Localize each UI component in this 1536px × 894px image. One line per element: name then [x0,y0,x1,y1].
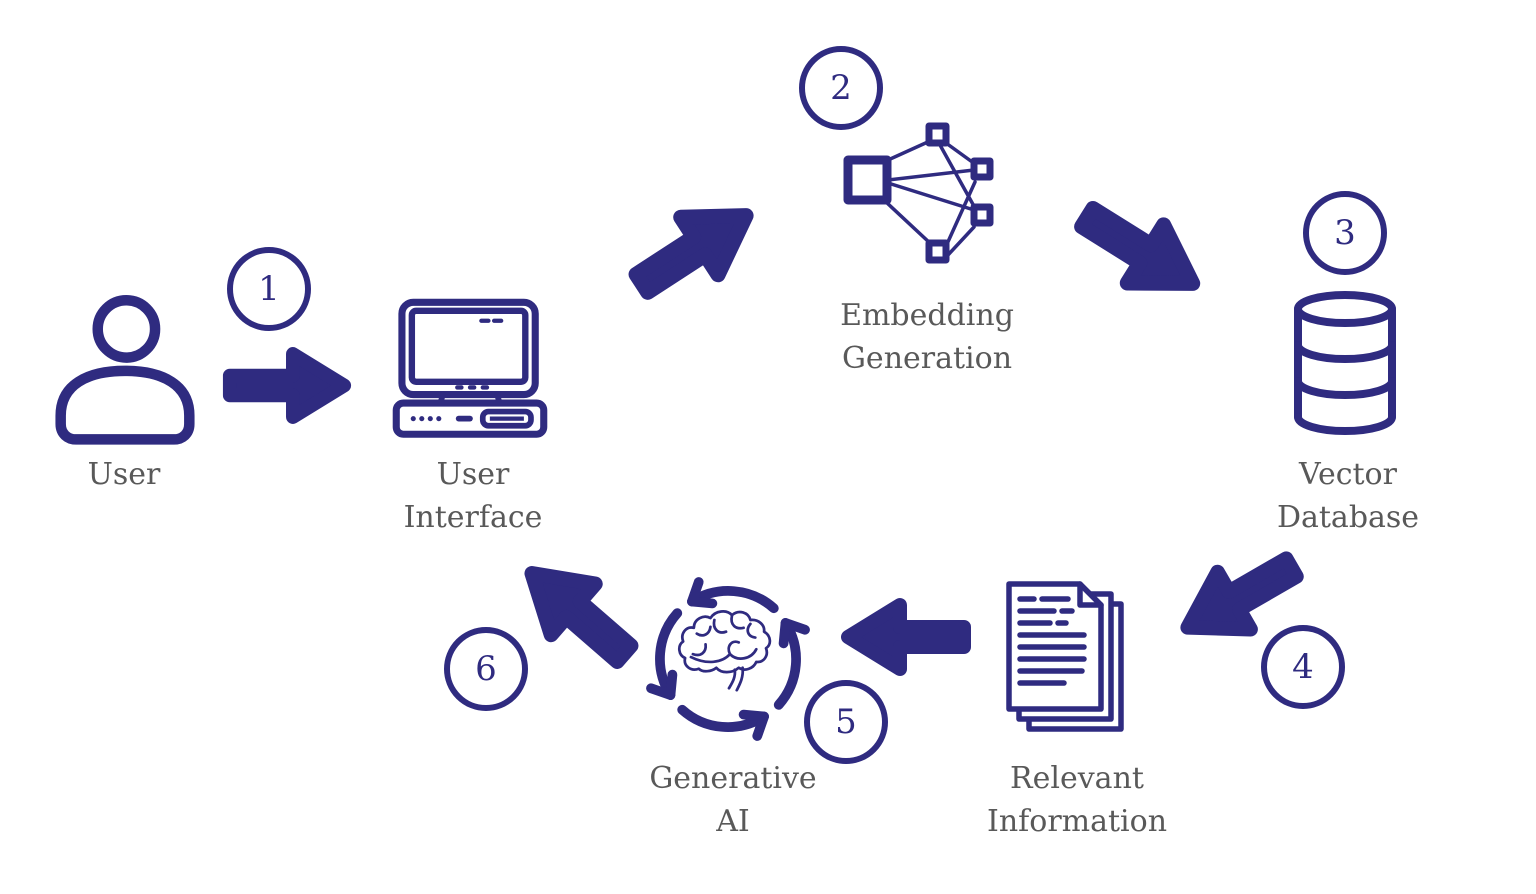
brain-cycle-icon [646,577,810,741]
flow-arrow-2 [628,208,754,300]
label-line: Database [1276,500,1420,535]
step-number-1: 1 [258,269,280,309]
step-circle-2: 2 [799,46,883,130]
step-number-5: 5 [835,702,857,742]
brain-icon [678,610,772,692]
page-fold-icon [1077,581,1104,608]
step-circle-4: 4 [1261,625,1345,709]
step-number-6: 6 [475,649,497,689]
label-line: Relevant [1010,761,1144,796]
label-line: Information [986,804,1168,839]
neural-network-icon [843,122,994,264]
person-icon [55,295,195,445]
relevant-information-label: Relevant Information [987,757,1167,843]
generative-ai-label: Generative AI [649,757,816,843]
flow-arrow-3 [1074,200,1201,291]
label-line: User [436,457,510,492]
user-interface-label: User Interface [404,453,543,539]
vector-database-label: Vector Database [1277,453,1419,539]
label-line: Generative [649,761,817,796]
step-number-2: 2 [830,68,852,108]
cycle-arrows-icon [646,577,810,741]
step-circle-6: 6 [444,627,528,711]
step-circle-5: 5 [804,680,888,764]
step-number-3: 3 [1334,213,1356,253]
step-number-4: 4 [1292,647,1314,687]
step-circle-1: 1 [227,247,311,331]
label-line: Generation [841,341,1013,376]
flow-arrow-6 [524,566,639,669]
step-circle-3: 3 [1303,191,1387,275]
label-line: Interface [403,500,543,535]
flow-arrow-4 [1180,551,1304,637]
label-line: Vector [1299,457,1397,492]
user-label: User [88,453,161,496]
documents-stack-icon [1006,581,1124,732]
desktop-computer-icon [392,298,548,438]
label-line: User [87,457,161,492]
label-line: AI [716,804,750,839]
text-lines-icon [1017,596,1087,686]
embedding-generation-label: Embedding Generation [840,294,1014,380]
flow-arrow-1 [222,347,352,424]
flow-arrow-5 [841,598,971,676]
label-line: Embedding [840,298,1014,333]
database-cylinder-icon [1294,291,1396,435]
